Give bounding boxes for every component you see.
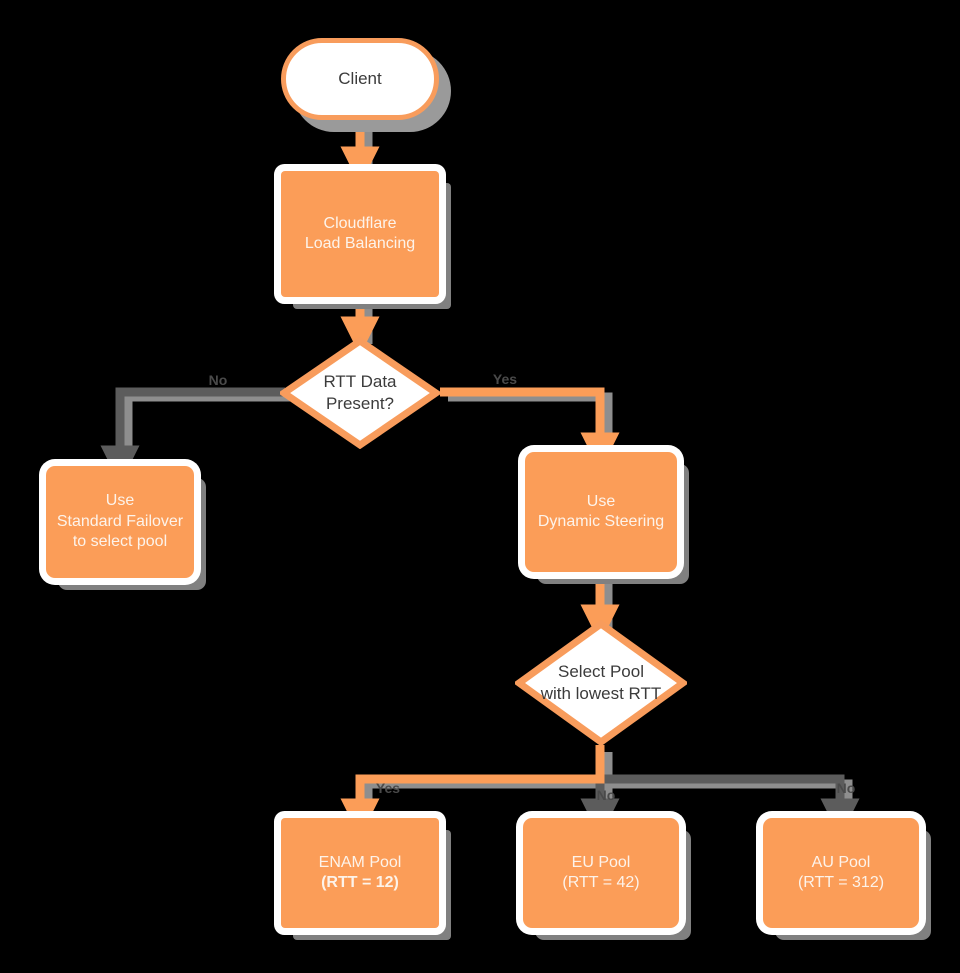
edge-rtt-yes [440,387,620,472]
edge-select-au [600,774,860,838]
node-select-pool[interactable]: Select Pool with lowest RTT [515,620,687,746]
node-dynamic-steering[interactable]: Use Dynamic Steering [525,452,677,572]
node-select-pool-label-line1: Select Pool [558,661,644,681]
node-rtt-data-present[interactable]: RTT Data Present? [280,337,440,449]
edge-label-rtt-no: No [208,372,228,388]
node-au-pool-rtt: (RTT = 312) [797,874,885,891]
edge-rtt-no [100,387,285,485]
node-client-label: Client [338,69,382,89]
node-clb-label-line1: Cloudflare [323,214,397,232]
node-enam-pool[interactable]: ENAM Pool (RTT = 12) [281,818,439,928]
node-enam-pool-label: ENAM Pool [318,853,402,871]
edge-label-select-eu: No [596,787,616,803]
diamond-shape-icon [280,337,440,449]
node-select-pool-label-line2: with lowest RTT [540,684,662,703]
diamond-shape-icon [515,620,687,746]
node-cloudflare-load-balancing[interactable]: Cloudflare Load Balancing [281,171,439,297]
node-failover-label-line1: Use [105,492,135,510]
edge-label-select-au: No [836,780,856,796]
edge-label-select-enam: Yes [375,780,401,796]
node-client[interactable]: Client [281,38,439,120]
node-rtt-label-line2: Present? [325,394,395,413]
node-au-pool[interactable]: AU Pool (RTT = 312) [763,818,919,928]
shadow-rtt-no [123,392,290,470]
node-au-pool-label: AU Pool [811,853,871,871]
node-standard-failover[interactable]: Use Standard Failover to select pool [46,466,194,578]
node-failover-label-line2: Standard Failover [56,512,184,530]
node-steering-label-line1: Use [586,492,616,510]
node-failover-label-line3: to select pool [72,533,168,551]
node-steering-label-line2: Dynamic Steering [537,513,665,530]
node-eu-pool-label: EU Pool [571,853,631,871]
node-eu-pool-rtt: (RTT = 42) [562,874,640,891]
node-rtt-label-line1: RTT Data [323,371,397,391]
node-eu-pool[interactable]: EU Pool (RTT = 42) [523,818,679,928]
edge-label-rtt-yes: Yes [492,371,518,387]
node-enam-pool-rtt: (RTT = 12) [321,874,399,891]
node-clb-label-line2: Load Balancing [304,235,416,252]
